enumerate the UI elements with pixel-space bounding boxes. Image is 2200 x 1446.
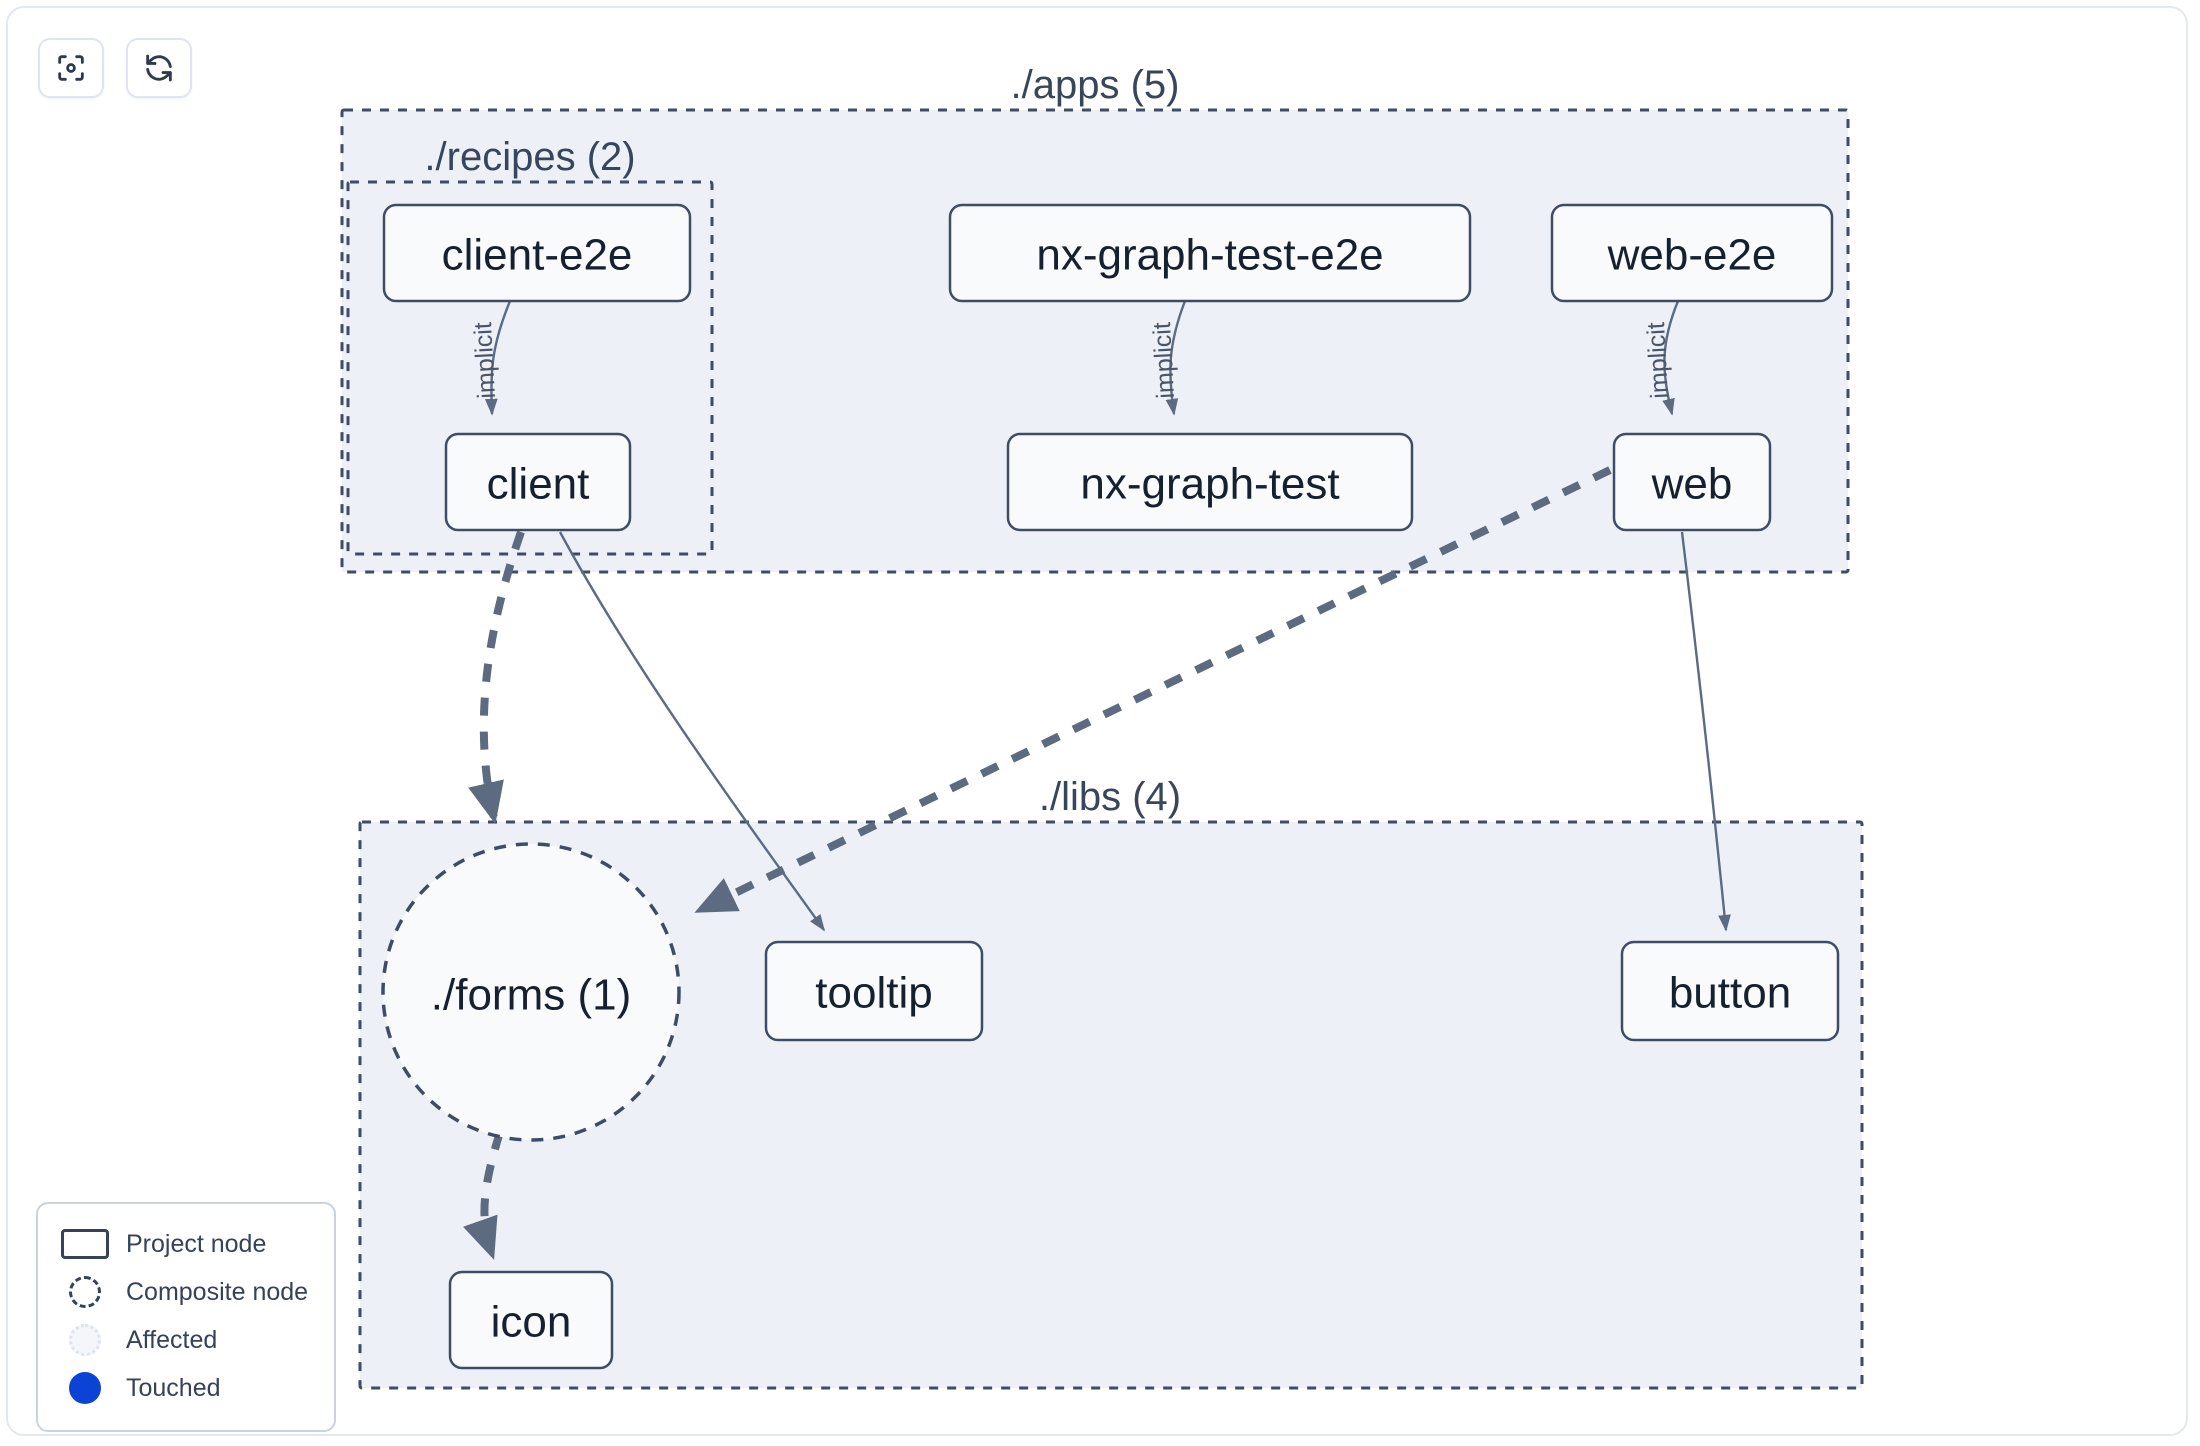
group-apps[interactable]: ./apps (5) [340, 63, 1850, 574]
node-nx-graph-test-e2e[interactable]: nx-graph-test-e2e [948, 203, 1472, 303]
group-libs-label: ./libs (4) [1039, 775, 1181, 819]
legend-item-project-node: Project node [56, 1220, 316, 1268]
node-web-e2e[interactable]: web-e2e [1550, 203, 1834, 303]
group-libs[interactable]: ./libs (4) [358, 775, 1864, 1390]
focus-target-icon [54, 51, 88, 85]
legend-label-project-node: Project node [126, 1229, 267, 1258]
node-web-e2e-label: web-e2e [1607, 231, 1777, 280]
edge-web-to-button[interactable] [1680, 531, 1731, 932]
legend-label-composite-node: Composite node [126, 1277, 309, 1306]
project-node-swatch [56, 1229, 114, 1259]
edge-label-implicit-web: implicit [1642, 321, 1674, 399]
touched-swatch [56, 1372, 114, 1404]
legend-item-affected: Affected [56, 1316, 316, 1364]
legend-label-affected: Affected [126, 1325, 218, 1354]
edge-label-implicit-client: implicit [469, 321, 501, 399]
affected-swatch [56, 1324, 114, 1356]
legend-item-composite-node: Composite node [56, 1268, 316, 1316]
node-button-label: button [1669, 969, 1791, 1018]
graph-toolbar [38, 38, 192, 98]
legend-label-touched: Touched [126, 1373, 221, 1402]
node-forms-label: ./forms (1) [431, 971, 631, 1020]
node-nx-graph-test-e2e-label: nx-graph-test-e2e [1036, 231, 1383, 280]
group-apps-label: ./apps (5) [1011, 63, 1180, 107]
node-client-e2e[interactable]: client-e2e [382, 203, 692, 303]
legend-item-touched: Touched [56, 1364, 316, 1412]
edge-client-to-forms[interactable] [468, 530, 525, 825]
edge-label-implicit-nxgraphtest: implicit [1148, 321, 1180, 399]
refresh-icon [142, 51, 176, 85]
node-nx-graph-test-label: nx-graph-test [1080, 460, 1339, 509]
node-web-label: web [1651, 460, 1733, 509]
node-forms-composite[interactable]: ./forms (1) [381, 842, 681, 1142]
edge-webe2e-to-web[interactable]: implicit [1642, 300, 1680, 416]
node-web[interactable]: web [1612, 432, 1772, 532]
composite-node-swatch [56, 1276, 114, 1308]
edge-client-to-tooltip[interactable] [558, 531, 825, 932]
node-client-e2e-label: client-e2e [442, 231, 633, 280]
edge-client-e2e-to-client[interactable]: implicit [469, 300, 512, 416]
edge-nxgraphteste2e-to-nxgraphtest[interactable]: implicit [1148, 300, 1187, 416]
node-nx-graph-test[interactable]: nx-graph-test [1006, 432, 1414, 532]
refresh-graph-button[interactable] [126, 38, 192, 98]
node-icon[interactable]: icon [448, 1270, 614, 1370]
group-recipes-label: ./recipes (2) [424, 135, 635, 179]
node-button[interactable]: button [1620, 940, 1840, 1042]
graph-legend: Project node Composite node Affected Tou… [36, 1202, 336, 1432]
node-tooltip-label: tooltip [815, 969, 932, 1018]
edge-forms-to-icon[interactable] [462, 1130, 504, 1260]
node-client[interactable]: client [444, 432, 632, 532]
node-client-label: client [487, 460, 590, 509]
node-icon-label: icon [491, 1298, 572, 1347]
node-tooltip[interactable]: tooltip [764, 940, 984, 1042]
focus-graph-button[interactable] [38, 38, 104, 98]
